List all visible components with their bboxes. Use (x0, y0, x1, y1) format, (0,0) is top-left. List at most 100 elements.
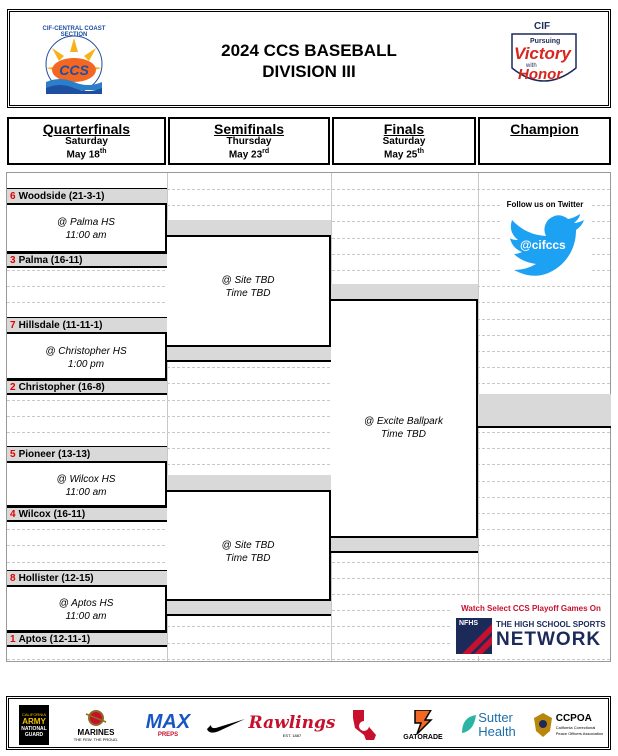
team-name: Hollister (12-15) (18, 572, 94, 584)
marines-label: MARINES (77, 728, 115, 737)
round-header-finals: Finals Saturday May 25th (332, 117, 476, 165)
round-name: Semifinals (213, 121, 285, 137)
sponsor-sutter-health[interactable]: Sutter Health (454, 705, 522, 745)
team-name: Woodside (21-3-1) (18, 190, 105, 202)
sponsor-maxpreps[interactable]: MAX PREPS (143, 705, 193, 745)
logo-honor: Honor (518, 66, 563, 83)
rawlings-sub: EST. 1887 (282, 732, 302, 738)
champion-slot (478, 394, 611, 428)
team-name: Christopher (16-8) (18, 381, 105, 393)
nfhs-abbr: NFHS (459, 620, 479, 627)
sponsor-bar: CALIFORNIA ARMY NATIONAL GUARD MARINES T… (6, 696, 611, 750)
ccpoa-sub1: California Correctional (555, 725, 596, 730)
sf2-top-slot (167, 475, 331, 490)
seed: 5 (10, 448, 16, 460)
round-day: Saturday (382, 136, 426, 147)
round-header-semifinals: Semifinals Thursday May 23rd (168, 117, 330, 165)
sponsor-california[interactable] (346, 705, 382, 745)
sf1-game-box: @ Site TBD Time TBD (167, 235, 331, 347)
ccs-sun-icon (45, 35, 103, 94)
sf1-top-slot (167, 220, 331, 235)
game-time: Time TBD (225, 553, 271, 564)
final-game-box: @ Excite Ballpark Time TBD (331, 299, 478, 538)
game-venue: @ Aptos HS (58, 598, 114, 609)
army-line1: ARMY (22, 717, 46, 726)
rawlings-label: Rawlings (248, 712, 336, 733)
round-day: Saturday (65, 136, 108, 147)
game-time: 1:00 pm (67, 359, 105, 370)
team-name: Pioneer (13-13) (18, 448, 91, 460)
sponsor-ccpoa[interactable]: CCPOA California Correctional Peace Offi… (529, 705, 607, 745)
sponsor-marines[interactable]: MARINES THE FEW. THE PROUD. (61, 705, 131, 745)
round-header-quarterfinals: Quarterfinals Saturday May 18th (7, 117, 166, 165)
round-name: Quarterfinals (42, 121, 131, 137)
sf1-bottom-slot (167, 347, 331, 362)
cif-mark: CIF (534, 21, 551, 32)
team-name: Palma (16-11) (18, 254, 83, 266)
game-venue: @ Site TBD (221, 275, 275, 286)
nfhs-flag-icon (456, 618, 492, 654)
nfhs-watch-text: Watch Select CCS Playoff Games On (461, 604, 601, 613)
final-top-slot (331, 284, 478, 299)
sutter-line1: Sutter (478, 710, 513, 725)
round-date: May 23rd (228, 148, 270, 161)
round-name: Finals (383, 121, 425, 137)
page-title-line1: 2024 CCS BASEBALL (221, 41, 397, 60)
logo-with: with (526, 63, 537, 69)
round-day: Thursday (226, 136, 272, 147)
round-header-champion: Champion (478, 117, 611, 165)
seed: 1 (10, 633, 16, 645)
seed: 4 (10, 508, 16, 520)
twitter-bird-icon (510, 214, 584, 276)
victory-honor-logo: CIF Pursuing Victory with Honor (504, 20, 584, 96)
maxpreps-label: MAX (145, 711, 191, 733)
marines-sub: THE FEW. THE PROUD. (73, 737, 119, 742)
gatorade-label: GATORADE (403, 733, 443, 741)
seed: 8 (10, 572, 16, 584)
twitter-promo[interactable]: Follow us on Twitter @cifccs (500, 200, 590, 284)
page-title-line2: DIVISION III (262, 62, 356, 81)
team-name: Hillsdale (11-11-1) (18, 319, 103, 331)
seed: 2 (10, 381, 16, 393)
qf1-game-box: @ Palma HS 11:00 am (7, 203, 167, 253)
sponsor-gatorade[interactable]: GATORADE (395, 705, 451, 745)
cif-shield-icon (511, 33, 577, 82)
game-venue: @ Christopher HS (45, 346, 127, 357)
sponsor-nike[interactable] (203, 705, 249, 745)
game-time: 11:00 am (65, 230, 107, 241)
twitter-follow-text: Follow us on Twitter (506, 200, 584, 209)
round-date: May 18th (66, 148, 107, 161)
marines-emblem-icon (85, 710, 107, 726)
california-state-icon (353, 710, 376, 740)
seed: 6 (10, 190, 16, 202)
sutter-line2: Health (478, 724, 516, 739)
team-name: Aptos (12-11-1) (18, 633, 91, 645)
sutter-leaf-icon (462, 715, 477, 733)
game-time: Time TBD (225, 288, 271, 299)
ccpoa-badge-icon (533, 713, 552, 737)
game-venue: @ Excite Ballpark (363, 416, 444, 427)
seed: 3 (10, 254, 16, 266)
sponsor-rawlings[interactable]: Rawlings EST. 1887 (249, 705, 336, 745)
nfhs-line1: THE HIGH SCHOOL SPORTS (496, 620, 606, 629)
twitter-handle: @cifccs (520, 238, 566, 252)
nfhs-line2: NETWORK (496, 629, 602, 650)
gatorade-bolt-icon (414, 709, 433, 734)
game-venue: @ Palma HS (57, 217, 115, 228)
sf2-game-box: @ Site TBD Time TBD (167, 490, 331, 601)
nike-swoosh-icon (207, 719, 245, 733)
sponsor-army-guard[interactable]: CALIFORNIA ARMY NATIONAL GUARD (19, 705, 49, 745)
ccs-logo: CIF-CENTRAL COAST SECTION CCS (24, 18, 124, 98)
game-time: 11:00 am (65, 611, 107, 622)
final-bottom-slot (331, 538, 478, 553)
game-time: Time TBD (381, 429, 426, 440)
qf2-game-box: @ Christopher HS 1:00 pm (7, 332, 167, 380)
nfhs-promo[interactable]: Watch Select CCS Playoff Games On NFHS T… (452, 604, 610, 656)
ccpoa-label: CCPOA (555, 713, 592, 724)
